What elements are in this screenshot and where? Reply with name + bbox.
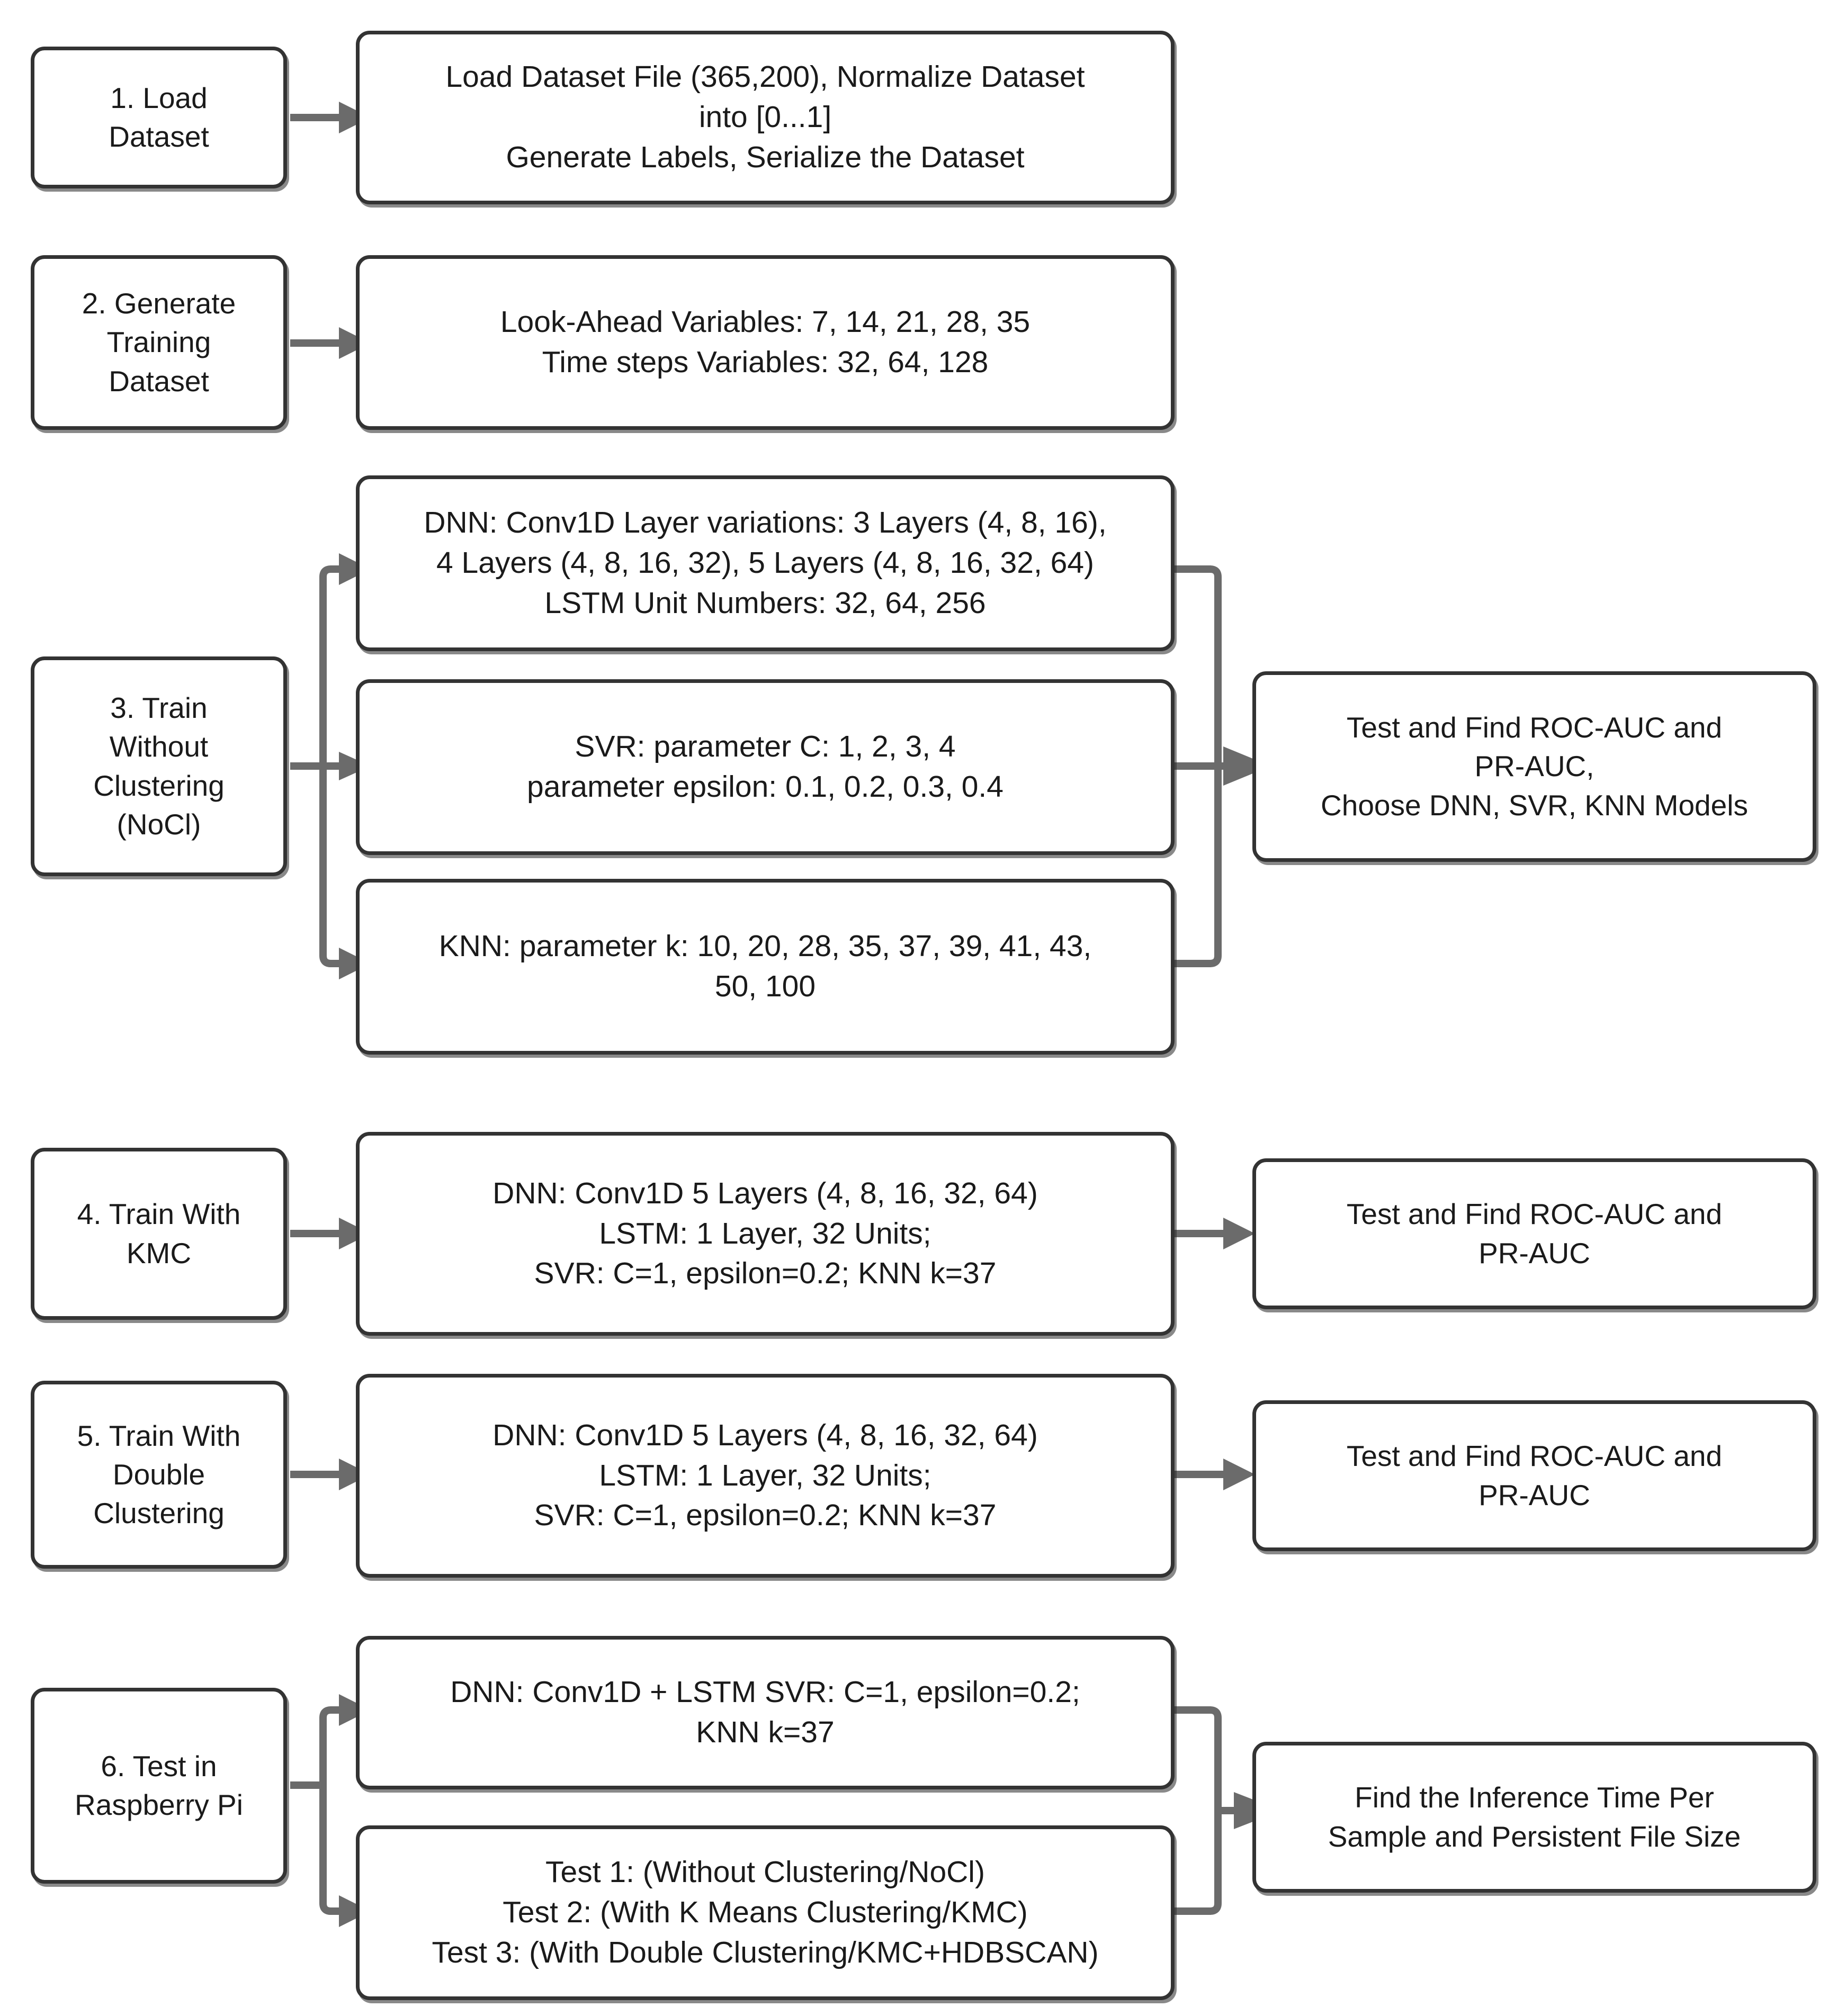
connector-step4-to-detail4 xyxy=(290,1218,371,1249)
step-5-label-box[interactable]: 5. Train With Double Clustering xyxy=(31,1381,287,1569)
step-6-detail-tests-text: Test 1: (Without Clustering/NoCl) Test 2… xyxy=(432,1855,1099,1969)
step-1-label: 1. Load Dataset xyxy=(109,81,209,153)
connector-step3-branch xyxy=(290,553,371,979)
connector-step3-merge xyxy=(1175,565,1271,967)
step-1-label-box[interactable]: 1. Load Dataset xyxy=(31,47,287,188)
step-5-label: 5. Train With Double Clustering xyxy=(77,1419,241,1530)
step-4-result-text: Test and Find ROC-AUC and PR-AUC xyxy=(1346,1198,1723,1270)
step-4-label-box[interactable]: 4. Train With KMC xyxy=(31,1148,287,1320)
step-5-detail-box[interactable]: DNN: Conv1D 5 Layers (4, 8, 16, 32, 64) … xyxy=(356,1374,1175,1578)
step-3-result-text: Test and Find ROC-AUC and PR-AUC, Choose… xyxy=(1321,711,1748,822)
connector-detail5-to-result5 xyxy=(1175,1459,1255,1490)
step-3-label-box[interactable]: 3. Train Without Clustering (NoCl) xyxy=(31,656,287,876)
step-5-result-text: Test and Find ROC-AUC and PR-AUC xyxy=(1346,1439,1723,1511)
step-3-detail-svr-text: SVR: parameter C: 1, 2, 3, 4 parameter e… xyxy=(527,730,1003,804)
connector-step1-to-detail1 xyxy=(290,102,371,133)
step-3-detail-dnn-text: DNN: Conv1D Layer variations: 3 Layers (… xyxy=(424,506,1107,620)
step-6-label: 6. Test in Raspberry Pi xyxy=(75,1749,243,1821)
step-4-label: 4. Train With KMC xyxy=(77,1198,241,1270)
step-2-detail-text: Look-Ahead Variables: 7, 14, 21, 28, 35 … xyxy=(500,305,1031,379)
step-3-detail-box-knn[interactable]: KNN: parameter k: 10, 20, 28, 35, 37, 39… xyxy=(356,879,1175,1055)
connector-step2-to-detail2 xyxy=(290,327,371,359)
step-1-detail-box[interactable]: Load Dataset File (365,200), Normalize D… xyxy=(356,31,1175,204)
step-3-label: 3. Train Without Clustering (NoCl) xyxy=(93,691,225,841)
step-3-detail-box-svr[interactable]: SVR: parameter C: 1, 2, 3, 4 parameter e… xyxy=(356,679,1175,855)
step-2-detail-box[interactable]: Look-Ahead Variables: 7, 14, 21, 28, 35 … xyxy=(356,255,1175,430)
step-4-detail-box[interactable]: DNN: Conv1D 5 Layers (4, 8, 16, 32, 64) … xyxy=(356,1132,1175,1336)
connector-detail4-to-result4 xyxy=(1175,1218,1255,1249)
step-3-detail-knn-text: KNN: parameter k: 10, 20, 28, 35, 37, 39… xyxy=(438,929,1092,1003)
step-6-detail-box-tests[interactable]: Test 1: (Without Clustering/NoCl) Test 2… xyxy=(356,1825,1175,2000)
step-2-label: 2. Generate Training Dataset xyxy=(82,287,236,398)
step-6-result-text: Find the Inference Time Per Sample and P… xyxy=(1328,1781,1741,1853)
connector-step5-to-detail5 xyxy=(290,1459,371,1490)
step-5-result-box[interactable]: Test and Find ROC-AUC and PR-AUC xyxy=(1252,1400,1816,1551)
step-6-result-box[interactable]: Find the Inference Time Per Sample and P… xyxy=(1252,1742,1816,1893)
step-6-label-box[interactable]: 6. Test in Raspberry Pi xyxy=(31,1688,287,1884)
connector-step6-branch xyxy=(290,1694,371,1927)
step-3-result-box[interactable]: Test and Find ROC-AUC and PR-AUC, Choose… xyxy=(1252,671,1816,862)
step-3-detail-box-dnn[interactable]: DNN: Conv1D Layer variations: 3 Layers (… xyxy=(356,475,1175,651)
step-6-detail-box-models[interactable]: DNN: Conv1D + LSTM SVR: C=1, epsilon=0.2… xyxy=(356,1636,1175,1789)
step-4-result-box[interactable]: Test and Find ROC-AUC and PR-AUC xyxy=(1252,1158,1816,1309)
step-6-detail-models-text: DNN: Conv1D + LSTM SVR: C=1, epsilon=0.2… xyxy=(450,1675,1080,1749)
step-5-detail-text: DNN: Conv1D 5 Layers (4, 8, 16, 32, 64) … xyxy=(492,1418,1038,1533)
step-2-label-box[interactable]: 2. Generate Training Dataset xyxy=(31,255,287,430)
step-1-detail-text: Load Dataset File (365,200), Normalize D… xyxy=(445,60,1085,174)
step-4-detail-text: DNN: Conv1D 5 Layers (4, 8, 16, 32, 64) … xyxy=(492,1176,1038,1291)
